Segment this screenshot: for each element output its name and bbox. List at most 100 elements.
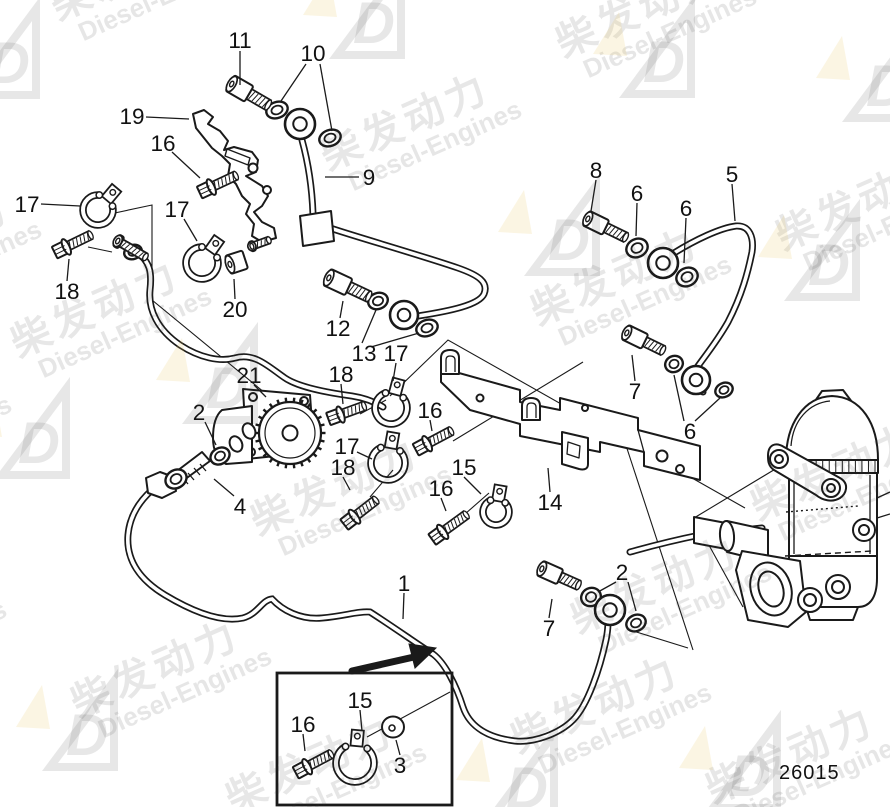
banjo-fitting xyxy=(593,593,627,627)
callout-leader xyxy=(356,451,373,460)
callout-label: 16 xyxy=(417,398,442,423)
hex-bolt xyxy=(51,229,94,260)
callout-label: 18 xyxy=(54,279,79,304)
banjo-fitting xyxy=(388,299,420,331)
callout-leader xyxy=(631,354,636,382)
callout-leader xyxy=(627,581,637,612)
banjo-fitting xyxy=(680,364,712,396)
banjo-screw xyxy=(112,234,149,262)
banjo-fitting xyxy=(646,246,680,280)
callout-leader xyxy=(402,592,405,620)
part-detail-line xyxy=(187,472,195,481)
callout-leader xyxy=(673,374,685,422)
hex-bolt xyxy=(196,170,240,200)
washer-icon xyxy=(675,266,699,288)
part-hole xyxy=(247,162,259,174)
part-shape xyxy=(299,210,335,247)
callout-label: 2 xyxy=(616,560,629,585)
callout-label: 14 xyxy=(537,490,562,515)
callout-label: 15 xyxy=(451,455,476,480)
callout-label: 6 xyxy=(680,196,693,221)
banjo-screw xyxy=(224,249,249,275)
callout-leader xyxy=(213,478,235,497)
callout-label: 17 xyxy=(334,434,359,459)
pipe-clamp xyxy=(332,728,378,786)
part-ellipse xyxy=(757,570,785,608)
callout-leader xyxy=(694,397,721,422)
callout-label: 8 xyxy=(590,158,603,183)
callout-leader xyxy=(547,467,551,493)
banjo-screw xyxy=(246,235,272,253)
callout-leader xyxy=(66,258,70,282)
construction-line xyxy=(109,204,311,431)
banjo-screw xyxy=(582,210,630,243)
callout-label: 11 xyxy=(228,28,251,53)
callout-leader xyxy=(233,278,236,300)
fuel-pipe-inner xyxy=(135,250,385,409)
part-hole xyxy=(803,593,817,607)
callout-label: 18 xyxy=(330,455,355,480)
part-ellipse xyxy=(718,520,736,552)
washer-icon xyxy=(415,318,439,338)
callout-label: 2 xyxy=(193,400,206,425)
construction-line xyxy=(464,492,490,515)
callout-label: 1 xyxy=(398,571,411,596)
callout-label: 10 xyxy=(300,41,325,66)
callout-label: 4 xyxy=(234,494,247,519)
inset-arrow-shaft xyxy=(348,653,418,675)
construction-line xyxy=(87,246,113,253)
callout-leader xyxy=(359,709,363,732)
hex-bolt xyxy=(325,400,368,426)
callout-leader xyxy=(340,383,344,405)
callout-leader xyxy=(171,151,201,179)
fuel-pipe-inner xyxy=(126,488,610,744)
hex-bolt xyxy=(339,495,380,531)
callout-leader xyxy=(392,362,397,382)
construction-line xyxy=(629,629,689,649)
washer-icon xyxy=(625,613,647,633)
callout-leader xyxy=(395,739,401,756)
callout-label: 6 xyxy=(631,181,644,206)
pipe-clamp xyxy=(371,376,411,428)
part-detail-line xyxy=(637,429,645,453)
callout-label: 18 xyxy=(328,362,353,387)
callout-leader xyxy=(280,63,307,102)
part-shape xyxy=(521,397,541,421)
inset-arrow-head xyxy=(408,643,438,669)
part-shape xyxy=(785,395,879,461)
washer-icon xyxy=(663,354,685,374)
callout-label: 17 xyxy=(14,192,39,217)
hex-bolt xyxy=(412,425,455,457)
callout-label: 20 xyxy=(222,297,247,322)
callout-label: 16 xyxy=(150,131,175,156)
part-hole xyxy=(262,185,272,195)
callout-label: 6 xyxy=(684,419,697,444)
construction-line xyxy=(366,691,451,738)
callout-label: 19 xyxy=(119,104,144,129)
callout-leader xyxy=(429,419,433,432)
part-shape xyxy=(566,441,581,459)
callout-leader xyxy=(440,497,447,512)
callout-label: 7 xyxy=(543,616,556,641)
part-shape xyxy=(440,367,701,481)
part-detail-line xyxy=(445,355,456,372)
callout-leader xyxy=(361,309,377,344)
fuel-pipe-inner xyxy=(672,224,755,394)
pipe-clamp xyxy=(79,182,123,229)
pipe-clamp xyxy=(479,483,513,529)
part-hole xyxy=(655,449,669,463)
callout-leader xyxy=(183,218,198,242)
part-hole xyxy=(774,454,784,464)
construction-line xyxy=(616,417,694,651)
part-detail-line xyxy=(876,513,890,519)
part-detail-line xyxy=(526,402,537,418)
fuel-pipe xyxy=(670,222,756,396)
callout-leader xyxy=(302,733,306,752)
callout-leader xyxy=(683,217,687,264)
part-hole xyxy=(675,464,685,474)
callout-leader xyxy=(635,202,638,237)
washer-icon xyxy=(265,100,289,120)
callout-leader xyxy=(145,116,190,120)
